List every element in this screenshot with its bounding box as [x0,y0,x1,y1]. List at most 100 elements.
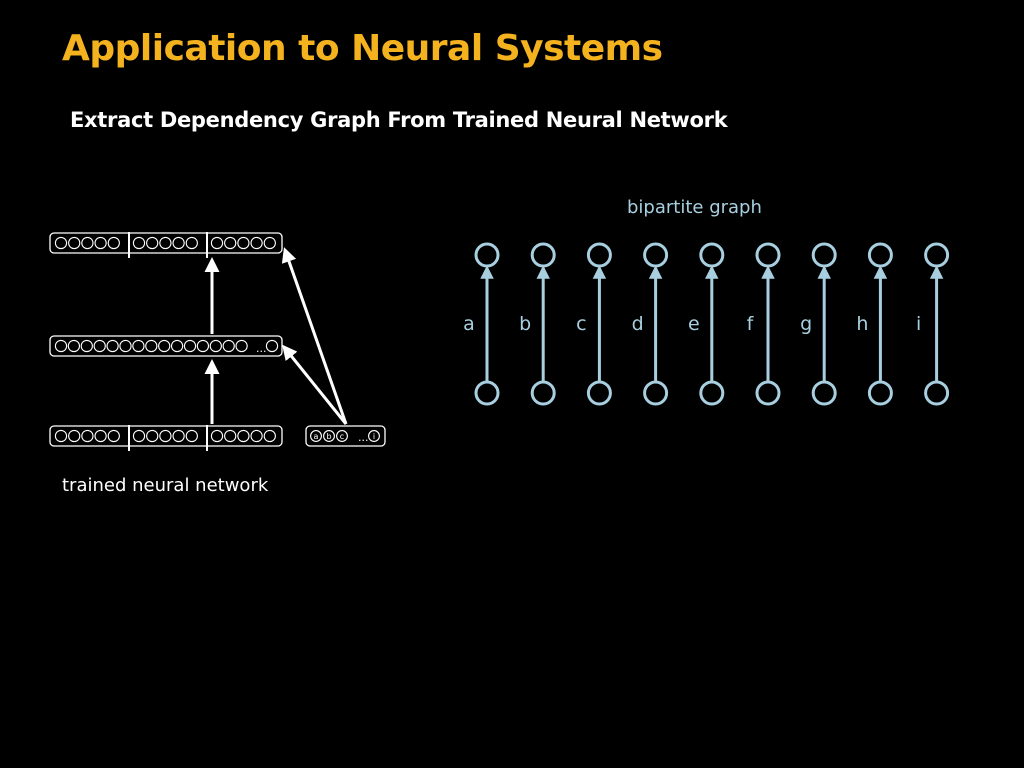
input-node [310,430,322,442]
neuron-node [132,429,146,443]
bipartite-label: b [519,313,531,335]
input-to-middle-arrow [282,344,348,425]
input-node-label: a [314,432,319,441]
neuron-node [146,236,159,250]
bipartite-bottom-node [643,380,669,406]
neuron-node [263,429,276,443]
neuron-node [250,236,263,250]
neuron-node [68,429,81,443]
slide-subtitle: Extract Dependency Graph From Trained Ne… [70,108,728,132]
neuron-node [235,339,248,353]
middle-layer-ellipsis: ... [256,342,267,355]
neuron-node [93,339,106,353]
neuron-node [106,339,119,353]
bipartite-bottom-node [924,380,950,406]
bipartite-top-node [699,242,725,268]
top-layer-neurons [54,236,276,250]
input-node [336,430,348,442]
middle-layer-box [49,335,283,357]
bipartite-graph: a b c d e f g h i [463,242,950,406]
neuron-node [81,236,94,250]
bipartite-label: d [632,313,644,335]
bipartite-bottom-node [586,380,612,406]
neuron-node [94,429,107,443]
neuron-node [172,236,185,250]
neuron-node [68,236,81,250]
bipartite-label: g [800,313,812,335]
neuron-node [80,339,93,353]
bipartite-bottom-node [755,380,781,406]
bipartite-top-node [924,242,950,268]
input-node [368,430,380,442]
neuron-node [265,339,279,353]
bipartite-bottom-node [811,380,837,406]
input-box-ellipsis: ... [358,431,369,444]
neuron-node [224,429,237,443]
middle-layer-neurons [54,339,279,353]
neuron-node [54,236,68,250]
neuron-node [222,339,235,353]
bipartite-graph-caption: bipartite graph [627,197,762,218]
neuron-node [107,236,120,250]
neuron-node [158,339,171,353]
bipartite-bottom-node [699,380,725,406]
neuron-node [54,339,68,353]
input-to-top-arrow [281,247,348,425]
bipartite-label: i [916,313,921,335]
neuron-node [107,429,120,443]
neuron-node [210,236,224,250]
bipartite-top-node [530,242,556,268]
neuron-node [185,429,198,443]
neuron-node [196,339,210,353]
bipartite-top-node [643,242,669,268]
neuron-node [237,236,250,250]
bipartite-label: c [576,313,586,335]
neuron-node [170,339,184,353]
bipartite-top-node [811,242,837,268]
neuron-node [210,429,224,443]
neuron-node [94,236,107,250]
neuron-node [224,236,237,250]
neuron-node [172,429,185,443]
neuron-node [132,339,145,353]
neuron-node [209,339,222,353]
input-box [305,425,386,447]
neuron-node [185,236,198,250]
bottom-layer-neurons [54,429,276,443]
bipartite-bottom-node [867,380,893,406]
input-node-label: b [326,432,331,441]
neuron-node [146,429,159,443]
neuron-node [159,236,172,250]
neuron-node [67,339,81,353]
bottom-layer-box [49,425,283,447]
neural-network-caption: trained neural network [62,475,269,496]
bipartite-label: h [856,313,868,335]
neuron-node [145,339,158,353]
top-layer-box [49,232,283,254]
neuron-node [54,429,68,443]
bipartite-bottom-node [474,380,500,406]
bipartite-top-node [755,242,781,268]
neuron-node [237,429,250,443]
input-node-label: i [373,432,375,441]
bipartite-label: a [463,313,475,335]
bipartite-top-node [474,242,500,268]
slide-title: Application to Neural Systems [62,28,663,69]
input-node-label: c [340,432,344,441]
neuron-node [119,339,132,353]
input-node [323,430,335,442]
neuron-node [159,429,172,443]
neuron-node [183,339,197,353]
bipartite-bottom-node [530,380,556,406]
bipartite-top-node [586,242,612,268]
bipartite-label: f [747,313,755,335]
neuron-node [132,236,146,250]
neuron-node [263,236,276,250]
bipartite-label: e [688,313,700,335]
bipartite-top-node [867,242,893,268]
neuron-node [250,429,263,443]
